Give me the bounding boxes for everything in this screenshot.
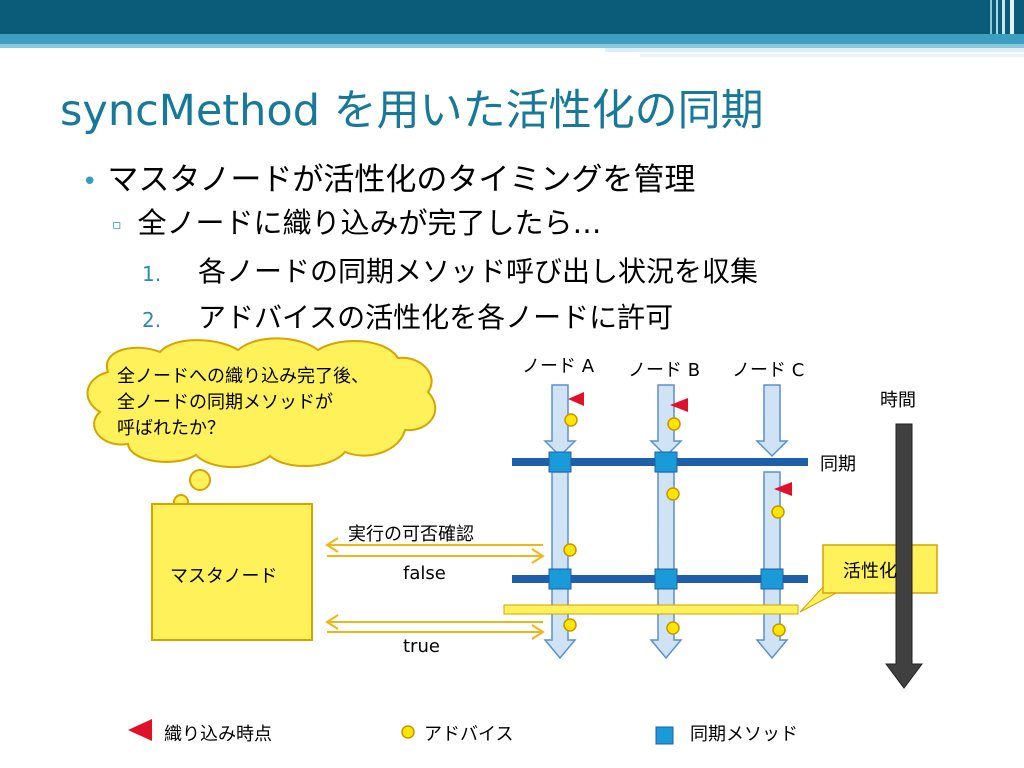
bullet-level2-text: 全ノードに織り込みが完了したら… xyxy=(137,206,602,240)
thought-line: 呼ばれたか？ xyxy=(117,418,225,439)
numbered-item-number: 1. xyxy=(142,262,162,286)
time-arrow xyxy=(885,423,923,689)
numbered-item-text: 各ノードの同期メソッド呼び出し状況を収集 xyxy=(198,255,759,288)
node-arrow-c xyxy=(755,384,789,660)
node-label-c: ノード C xyxy=(732,360,805,381)
node-label-a: ノード A xyxy=(522,356,595,377)
sync-label: 同期 xyxy=(820,454,856,475)
node-label-b: ノード B xyxy=(628,360,701,381)
bullet-dot-icon: • xyxy=(82,167,98,197)
activation-bar xyxy=(503,604,799,615)
master-node-label: マスタノード xyxy=(170,566,278,587)
legend-weave-label: 織り込み時点 xyxy=(164,724,272,745)
advice-dots xyxy=(563,413,786,637)
legend-sync-icon xyxy=(655,726,674,745)
check-arrows xyxy=(325,537,545,640)
sync-method-squares xyxy=(548,451,784,590)
response-false: false xyxy=(403,563,446,584)
legend-advice-label: アドバイス xyxy=(424,724,514,745)
thought-bubble-text: 全ノードへの織り込み完了後、 全ノードの同期メソッドが 呼ばれたか？ xyxy=(117,364,369,442)
bullet-level2: ▫ 全ノードに織り込みが完了したら… xyxy=(112,200,602,242)
response-true: true xyxy=(403,636,440,657)
time-label: 時間 xyxy=(880,390,916,411)
thought-line: 全ノードの同期メソッドが xyxy=(117,392,333,413)
slide-title: syncMethod を用いた活性化の同期 xyxy=(60,86,764,136)
activate-callout-box xyxy=(822,544,938,594)
header-band xyxy=(0,0,1024,57)
bullet-level1-text: マスタノードが活性化のタイミングを管理 xyxy=(107,162,696,198)
check-label: 実行の可否確認 xyxy=(348,524,474,545)
numbered-item: 2. アドバイスの活性化を各ノードに許可 xyxy=(142,296,673,336)
legend-advice-icon xyxy=(401,725,415,739)
legend-weave-icon xyxy=(128,719,152,741)
bullet-level1: • マスタノードが活性化のタイミングを管理 xyxy=(82,154,695,199)
bullet-square-icon: ▫ xyxy=(112,217,122,233)
numbered-item-text: アドバイスの活性化を各ノードに許可 xyxy=(198,301,674,334)
legend-sync-label: 同期メソッド xyxy=(690,724,798,745)
thought-line: 全ノードへの織り込み完了後、 xyxy=(117,366,369,387)
numbered-item-number: 2. xyxy=(142,308,162,332)
numbered-item: 1. 各ノードの同期メソッド呼び出し状況を収集 xyxy=(142,250,758,290)
master-node-box xyxy=(151,503,313,641)
weave-point-markers xyxy=(568,392,792,496)
activate-label: 活性化 xyxy=(843,561,897,582)
